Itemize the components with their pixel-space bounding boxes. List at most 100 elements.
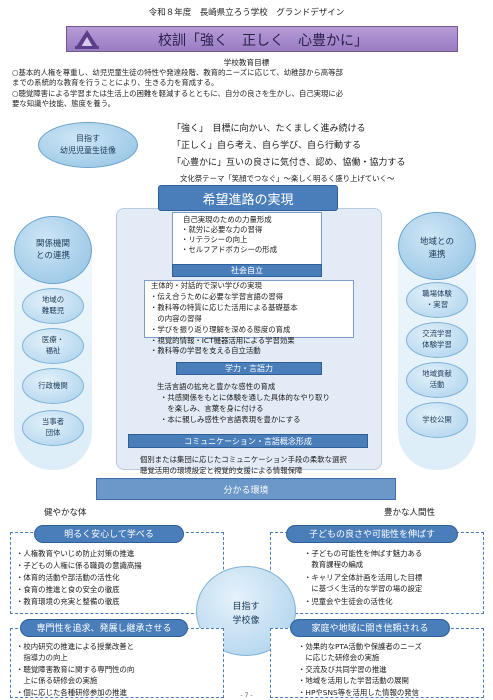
section-goodness-item: ・子どもの可能性を伸ばす魅力ある [304,549,423,558]
section-expertise-box [10,628,224,698]
section-trust-item: ・地域を活用した学習活動の展開 [298,676,409,685]
tier-line: の内容の習得 [150,314,202,323]
section-safe-title: 明るく安心して学べる [34,525,184,543]
education-goal-line: ○聴覚障害による学習または生活上の困難を軽減するとともに、自分の良さを生かし、自… [12,89,344,98]
section-safe-item: ・体育的活動や部活動の活性化 [16,573,120,582]
section-trust-box [270,628,484,698]
agency-collab-oval: 関係機関 との連携 [14,216,92,284]
motto-text: 校訓「強く 正しく 心豊かに」 [158,33,368,49]
education-goal-line: までの系統的な教育を行うことにより、生きる力を育成する。 [12,78,219,87]
tier-line: 生活言語の拡充と豊かな感性の育成 [157,382,276,391]
tier-academic-label: 学力・言語力 [176,362,322,375]
right-item-line1: 学校公開 [422,415,452,424]
section-safe-item: ・食育の推進と食の安全の徹底 [16,585,120,594]
section-goodness-title: 子どもの良さや可能性を伸ばす [286,525,458,543]
target-student-line2: 幼児児童生徒像 [60,146,116,155]
tier-line: ・学びを振り返り理解を深める態度の育成 [150,325,291,334]
left-item-line1: 行政機関 [38,381,68,390]
section-goodness-item: に基づく生活的な学習の場の設定 [304,584,423,593]
section-trust-item: に応じた研修会の実施 [298,653,380,662]
right-item-oval: 職場体験 ・実習 [406,282,468,318]
base-line: 個別または集団に応じたコミュニケーション手段の柔軟な選択 [140,455,347,464]
left-item-oval: 行政機関 [22,368,84,404]
section-goodness-item: ・キャリア全体計画を活用した目標 [304,573,423,582]
left-item-oval: 地域の 難聴児 [22,288,84,324]
header-title: 令和８年度 長崎県立ろう学校 グランドデザイン [148,8,345,18]
page-number: - 7 - [240,692,253,699]
community-collab-line2: 連携 [428,250,446,260]
right-item-oval: 地域貢献 活動 [406,362,468,398]
agency-collab-line2: との連携 [36,251,70,261]
section-safe-item: ・子どもの人権に係る職員の意識高揚 [16,561,142,570]
tier-line: ・本に親しみ感性や言語表現を豊かにする [160,415,301,424]
right-item-line1: 交流学習 [422,329,452,338]
section-expertise-item: 指導力の向上 [16,653,68,662]
career-banner: 希望進路の実現 [158,185,338,211]
section-trust-item: ・効果的なPTA活動や保護者のニーズ [298,642,422,651]
right-item-line2: 活動 [429,380,445,389]
tier-line: ・セルフアドボカシーの形成 [181,245,278,254]
right-item-oval: 交流学習 体験学習 [406,322,468,358]
left-item-oval: 当事者 団体 [22,410,84,446]
section-expertise-title: 専門性を追求、発展し継承させる [20,619,188,637]
section-safe-box [10,532,224,614]
section-goodness-box [270,532,484,614]
motto-banner: 校訓「強く 正しく 心豊かに」 [66,26,458,52]
target-school-line2: 学校像 [232,616,260,626]
tier-line: を楽しみ、言葉を身に付ける [160,404,264,413]
festival-theme: 文化祭テーマ「笑顔でつなぐ」～楽しく明るく盛り上げていく～ [180,174,395,183]
left-item-line1: 地域の [41,295,65,304]
right-item-line1: 地域貢献 [422,369,452,378]
section-safe-item: ・教育環境の充実と整備の徹底 [16,597,120,606]
tier-academic-box [144,280,354,338]
motto-quote-heart: 「心豊かに」互いの良さに気付き、認め、協働・協力する [172,158,406,168]
education-goal-line: ○基本的人権を尊重し、幼児児童生徒の特性や発達段階、教育的ニーズに応じて、幼稚部… [12,68,343,77]
left-item-line2: 難聴児 [41,306,65,315]
tier-social-box: 自己実現のための力量形成 ・就労に必要な力の習得 ・リテラシーの向上 ・セルフア… [172,212,322,266]
section-expertise-item: ・聴覚障害教育に関する専門性の向 [16,665,135,674]
section-trust-title: 家庭や地域に開き信頼される [290,619,450,637]
section-expertise-item: ・校内研究の推進による授業改善と [16,642,135,651]
education-goal-line: 要な知識や技能、態度を養う。 [12,99,116,108]
motto-quote-right: 「正しく」自ら考え、自ら学び、自ら行動する [172,141,362,151]
tier-line: ・伝え合うために必要な学習言語の習得 [150,292,284,301]
left-item-oval: 医療・ 福祉 [22,328,84,364]
motto-quote-strong: 「強く」 目標に向かい、たくましく進み続ける [172,124,366,134]
tier-line: 自己実現のための力量形成 [183,215,272,224]
school-emblem-icon [75,30,99,49]
environment-label: 分かる環境 [223,486,269,496]
left-item-line2: 福祉 [45,346,61,355]
right-item-line1: 職場体験 [422,289,452,298]
tier-line: ・視覚的情報・ICT機器活用による学習効果 [150,336,295,345]
target-student-oval: 目指す 幼児児童生徒像 [38,122,138,168]
tier-line: ・共感関係をもとに体験を通した具体的なやり取り [160,393,330,402]
section-expertise-item: ・個に応じた各種研修参加の推進 [16,688,127,697]
tier-communication-label: コミュニケーション・言語概念形成 [128,434,368,448]
human-label: 豊かな人間性 [384,508,436,518]
tier-line: ・リテラシーの向上 [181,235,248,244]
career-title: 希望進路の実現 [202,193,294,208]
target-school-line1: 目指す [232,602,260,612]
community-collab-line1: 地域との [420,237,454,247]
section-goodness-item: 教育課程の編成 [304,560,364,569]
section-expertise-item: 上に係る研修会の実施 [16,676,98,685]
community-collab-oval: 地域との 連携 [398,212,476,280]
environment-banner: 分かる環境 [96,478,396,500]
tier-line: 主体的・対話的で深い学びの実現 [151,281,262,290]
left-item-line1: 当事者 [41,417,65,426]
left-item-line2: 団体 [45,428,61,437]
section-trust-item: ・交流及び共同学習の推進 [298,665,387,674]
health-label: 健やかな体 [44,508,87,518]
right-item-line2: 体験学習 [422,340,452,349]
tier-line: ・就労に必要な力の習得 [181,225,263,234]
section-trust-item: ・HPやSNS等を活用した情報の発信 [298,688,420,697]
left-item-line1: 医療・ [41,335,65,344]
section-goodness-item: ・児童会や生徒会の活性化 [304,597,393,606]
section-safe-item: ・人権教育やいじめ防止対策の推進 [16,549,135,558]
right-item-oval: 学校公開 [406,402,468,438]
tier-line: ・教科等の学習を支える自立活動 [150,346,261,355]
agency-collab-line1: 関係機関 [35,239,70,249]
education-goal-heading: 学校教育目標 [223,58,270,67]
tier-social-label: 社会自立 [172,264,322,277]
target-student-line1: 目指す [76,134,100,143]
